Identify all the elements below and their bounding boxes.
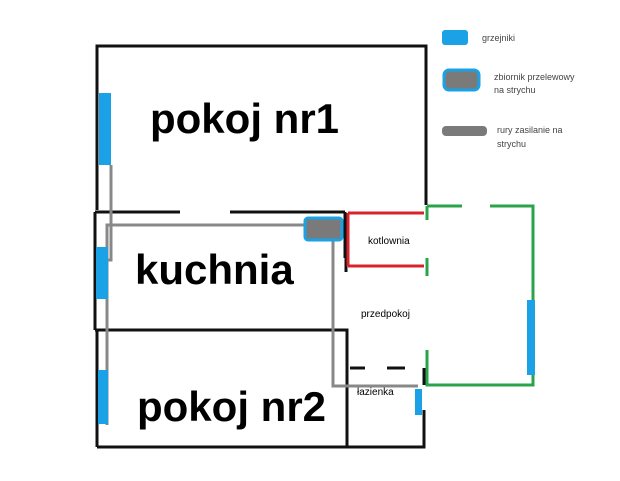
kotlownia-walls	[346, 211, 424, 268]
wall-pokoj1	[95, 44, 428, 210]
radiator-kuchnia	[96, 247, 108, 299]
radiator-pokoj2	[98, 370, 108, 424]
legend-pipes-label-line1: rury zasilanie na	[497, 125, 563, 135]
overflow-tank	[303, 216, 344, 242]
room-label-kotlownia: kotlownia	[368, 236, 410, 247]
legend-tank-label-line2: na strychu	[494, 85, 536, 95]
room-label-pokoj2: pokoj nr2	[137, 383, 326, 430]
pipe-swatch-icon	[442, 126, 487, 136]
radiator-pokoj1	[99, 93, 111, 165]
radiator-lazienka	[415, 389, 422, 415]
radiator-green	[527, 300, 535, 375]
legend: grzejniki zbiornik przelewowy na strychu…	[442, 30, 575, 149]
wall-lazienka	[347, 410, 426, 449]
legend-tank-label-line1: zbiornik przelewowy	[494, 72, 575, 82]
pipe-right-down	[331, 240, 418, 388]
room-label-przedpokoj: przedpokoj	[361, 309, 410, 320]
radiators	[96, 93, 535, 424]
walls	[93, 44, 428, 449]
green-walls	[425, 204, 535, 387]
tank-swatch-icon	[442, 68, 481, 92]
room-label-kuchnia: kuchnia	[135, 246, 294, 293]
room-label-pokoj1: pokoj nr1	[150, 95, 339, 142]
wall-pokoj2-right	[345, 328, 349, 447]
legend-radiators-label: grzejniki	[482, 33, 515, 43]
legend-pipes-label-line2: strychu	[497, 139, 526, 149]
room-label-lazienka: łazienka	[357, 387, 394, 398]
green-wall-top-2	[425, 204, 535, 387]
radiator-swatch-icon	[442, 30, 468, 45]
